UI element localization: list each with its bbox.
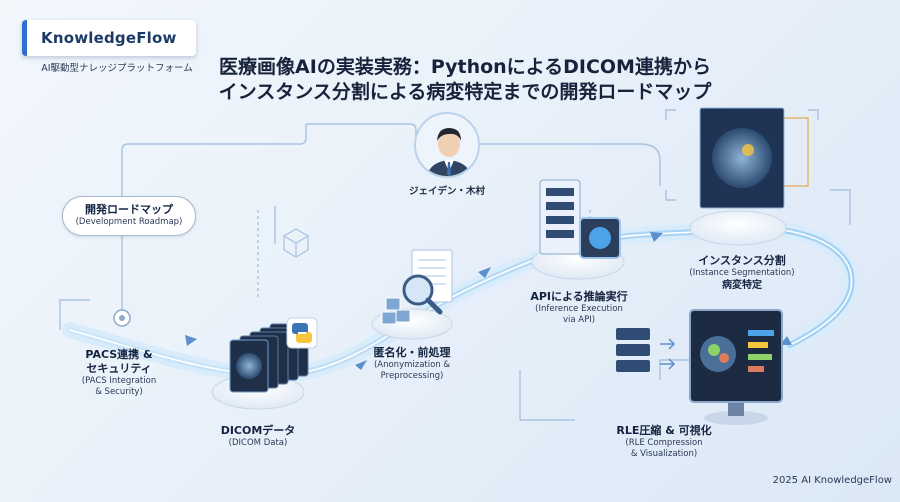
roadmap-label-en: (Development Roadmap) xyxy=(75,217,183,227)
rle-platform xyxy=(616,309,783,425)
step-anonymization-label: 匿名化・前処理 (Anonymization & Preprocessing) xyxy=(362,346,462,382)
compression-stack-icon xyxy=(616,328,676,372)
server-icon xyxy=(539,179,581,255)
title-line-2: インスタンス分割による病変特定までの開発ロードマップ xyxy=(218,81,712,103)
copyright-text: 2025 AI KnowledgeFlow xyxy=(772,475,892,486)
step-segmentation-label: インスタンス分割 (Instance Segmentation) 病変特定 xyxy=(680,254,804,293)
connector-lines xyxy=(59,123,851,421)
brand-tagline: AI駆動型ナレッジプラットフォーム xyxy=(41,63,193,74)
step-api-jp: APIによる推論実行 xyxy=(530,290,628,303)
step-anon-jp: 匿名化・前処理 xyxy=(373,346,451,359)
ai-chip-icon xyxy=(579,217,621,259)
presenter-avatar xyxy=(414,112,480,178)
roadmap-label-jp: 開発ロードマップ xyxy=(85,203,173,216)
api-platform xyxy=(531,179,625,280)
page-title: 医療画像AIの実装実務：PythonによるDICOM連携から インスタンス分割に… xyxy=(170,55,760,105)
step-dicom-en: (DICOM Data) xyxy=(228,438,288,448)
step-anon-en-1: (Anonymization & xyxy=(373,360,451,370)
dicom-platform xyxy=(211,317,318,410)
step-pacs-label: PACS連携 & セキュリティ (PACS Integration & Secu… xyxy=(64,348,174,398)
monitor-icon xyxy=(689,309,783,425)
step-dicom-jp: DICOMデータ xyxy=(220,424,296,437)
segmentation-panel-icon xyxy=(699,107,809,209)
step-rle-en-1: (RLE Compression xyxy=(625,438,703,448)
step-dicom-label: DICOMデータ (DICOM Data) xyxy=(208,424,308,449)
step-pacs-jp-2: セキュリティ xyxy=(86,362,152,375)
brand-logo[interactable]: KnowledgeFlow xyxy=(22,20,196,56)
roadmap-label: 開発ロードマップ (Development Roadmap) xyxy=(62,196,196,236)
segmentation-platform xyxy=(665,107,819,246)
magnifier-icon xyxy=(402,274,443,315)
step-api-en-2: via API) xyxy=(562,315,596,325)
step-seg-en-1: (Instance Segmentation) xyxy=(689,268,795,278)
presenter-name: ジェイデン・木村 xyxy=(408,186,485,197)
python-logo-icon xyxy=(286,317,318,349)
anonymization-platform xyxy=(371,249,453,340)
step-seg-jp-2: 病変特定 xyxy=(722,280,762,291)
title-line-1: 医療画像AIの実装実務：PythonによるDICOM連携から xyxy=(219,56,711,78)
data-blocks-icon xyxy=(381,297,411,325)
step-api-label: APIによる推論実行 (Inference Execution via API) xyxy=(520,290,638,326)
step-pacs-en-2: & Security) xyxy=(95,387,143,397)
step-api-en-1: (Inference Execution xyxy=(535,304,623,314)
step-anon-en-2: Preprocessing) xyxy=(380,371,444,381)
brand-name: KnowledgeFlow xyxy=(41,29,177,47)
step-pacs-en-1: (PACS Integration xyxy=(81,376,157,386)
person-icon xyxy=(426,128,472,176)
step-rle-jp: RLE圧縮 & 可視化 xyxy=(616,424,712,437)
step-rle-en-2: & Visualization) xyxy=(630,449,698,459)
cube-icon xyxy=(282,228,310,259)
step-pacs-jp-1: PACS連携 & xyxy=(85,348,153,361)
step-seg-jp-1: インスタンス分割 xyxy=(698,254,786,267)
step-rle-label: RLE圧縮 & 可視化 (RLE Compression & Visualiza… xyxy=(608,424,720,460)
logo-accent-bar xyxy=(22,20,27,56)
